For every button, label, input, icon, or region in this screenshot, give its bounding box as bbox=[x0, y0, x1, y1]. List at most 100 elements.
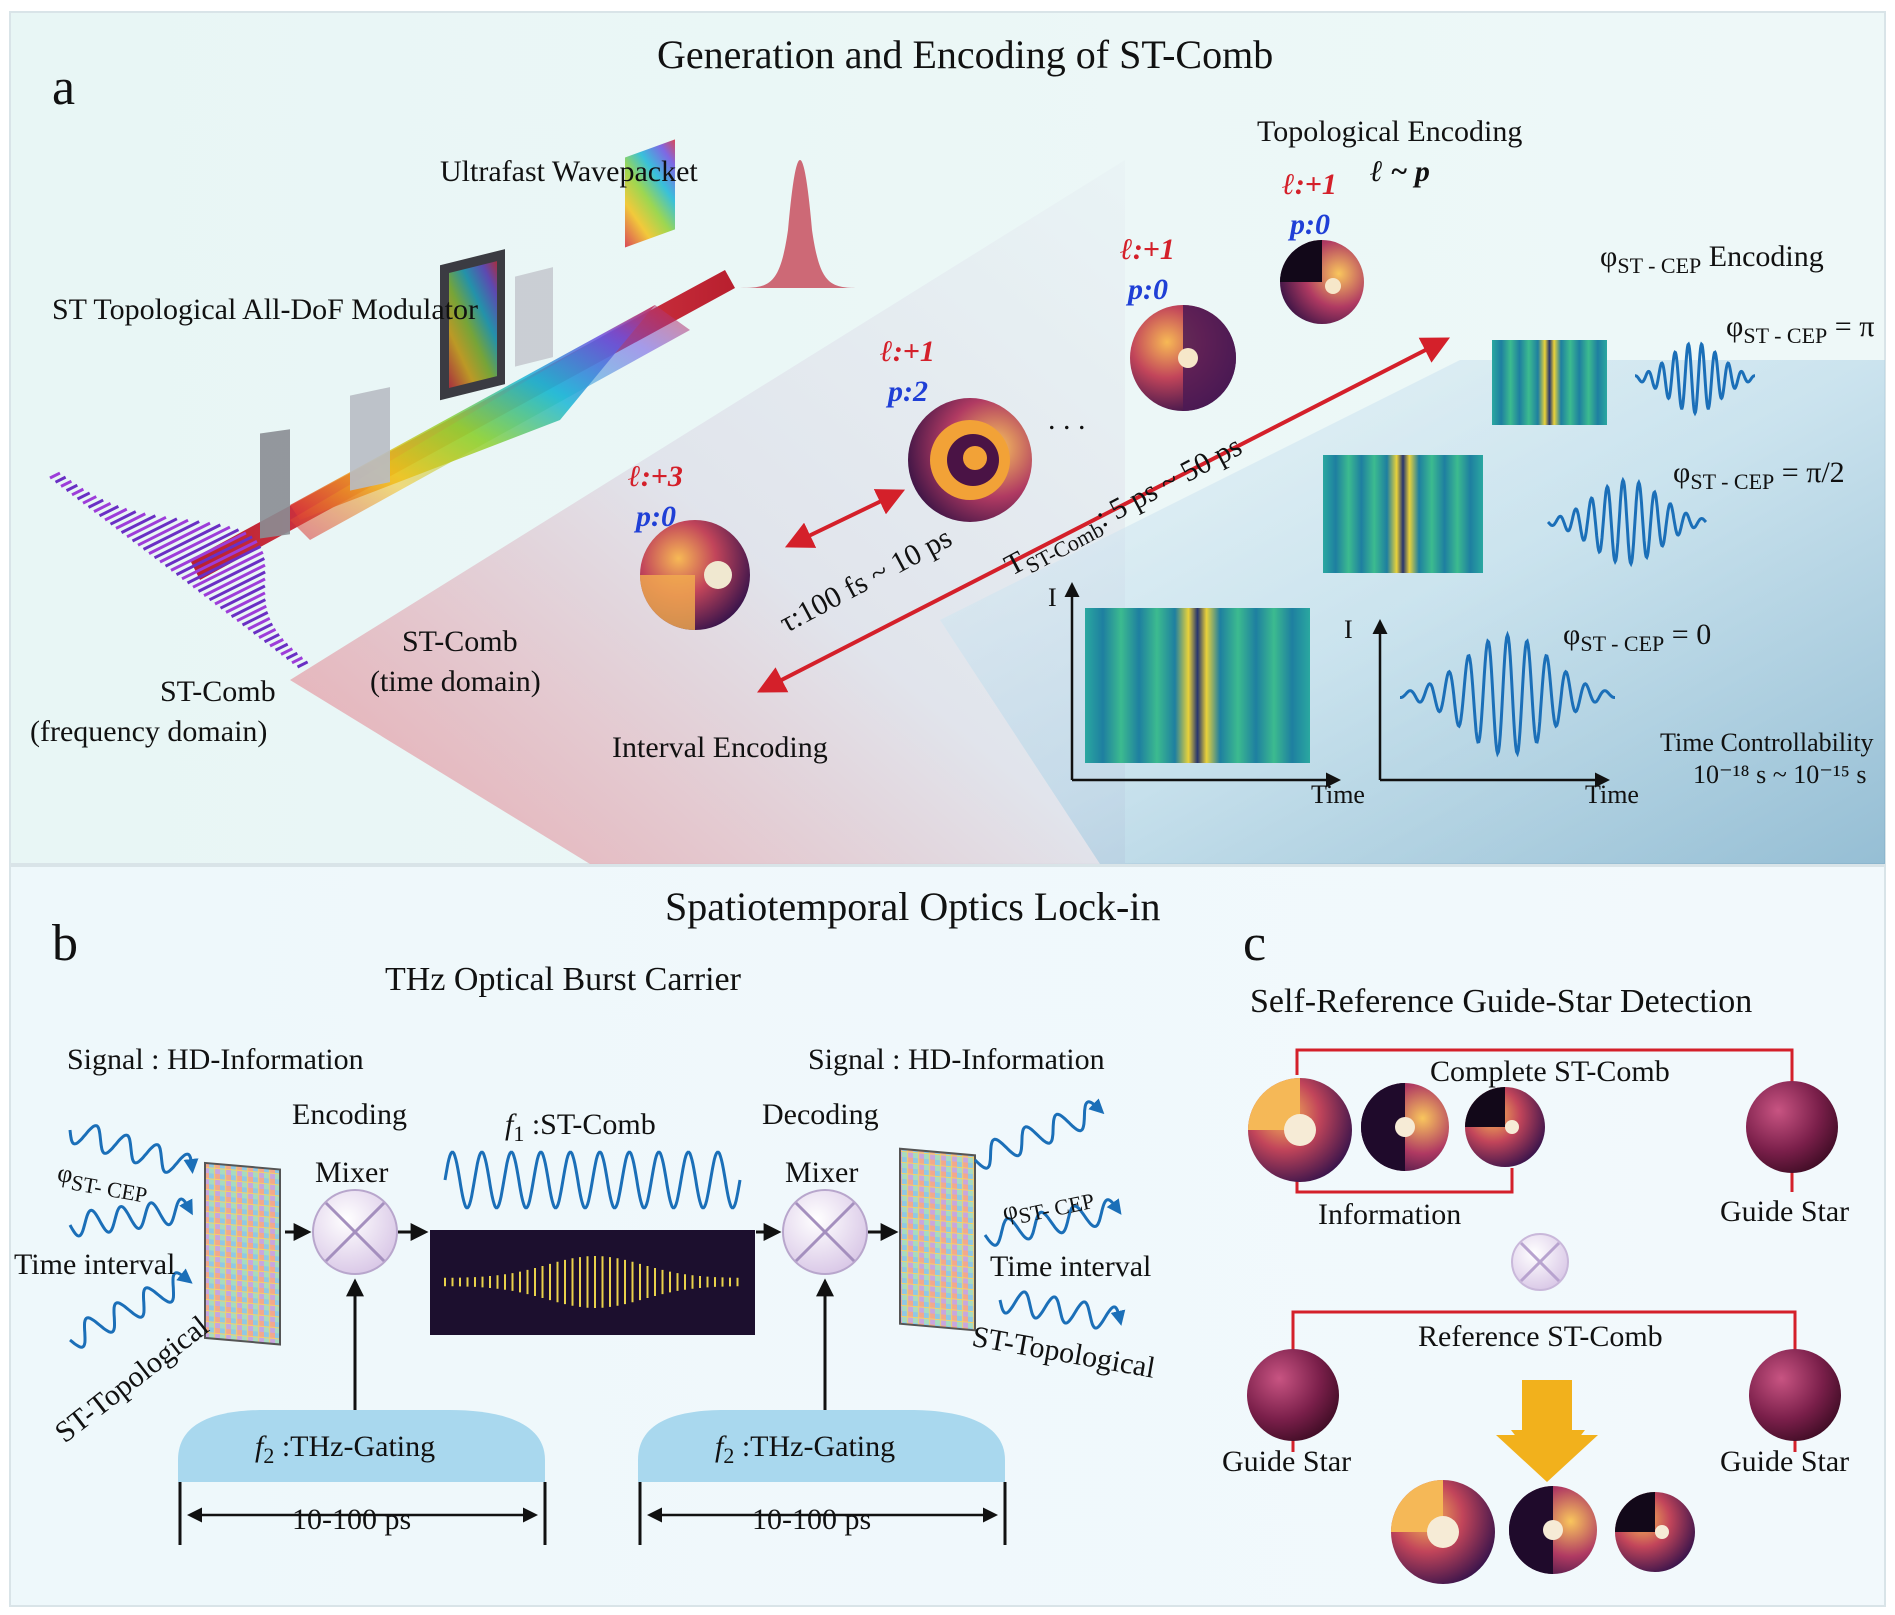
guide-star-label-right: Guide Star bbox=[1720, 1445, 1850, 1478]
mixer-right-label: Mixer bbox=[785, 1156, 859, 1189]
input-wave-cep bbox=[68, 1124, 199, 1174]
comb-spike bbox=[60, 479, 73, 488]
time-interval-left: Time interval bbox=[14, 1248, 176, 1281]
burst-carrier-pattern bbox=[444, 1256, 739, 1308]
st-comb-carrier-wave bbox=[443, 1150, 742, 1210]
comb-spike bbox=[197, 557, 266, 593]
topo-encoding-title: Topological Encoding bbox=[1257, 115, 1523, 148]
comb-spike bbox=[76, 491, 91, 501]
input-wave-topo bbox=[69, 1268, 193, 1349]
comb-spike bbox=[203, 563, 266, 597]
guide-star-top bbox=[1746, 1081, 1838, 1173]
ultrafast-pulse bbox=[740, 160, 860, 288]
optic-1 bbox=[260, 429, 290, 539]
f2-label-right: f2 :THz-Gating bbox=[715, 1430, 896, 1468]
fringe-pi2 bbox=[1323, 455, 1483, 573]
span-right: 10-100 ps bbox=[752, 1503, 872, 1536]
ultrafast-label: Ultrafast Wavepacket bbox=[440, 155, 698, 188]
comb-spike bbox=[230, 598, 267, 618]
panel-letter-b: b bbox=[52, 915, 78, 972]
panel-bc-title: Spatiotemporal Optics Lock-in bbox=[665, 884, 1161, 929]
cep-pi-label: φST - CEP = π bbox=[1726, 310, 1875, 348]
comb-spike bbox=[71, 487, 85, 497]
fringe-0 bbox=[1085, 608, 1310, 763]
comb-spike bbox=[252, 622, 274, 635]
comb-spike bbox=[131, 517, 178, 543]
comb-spike bbox=[296, 660, 309, 669]
info-torus-2 bbox=[1361, 1083, 1449, 1171]
axis-1-label-I: I bbox=[1048, 583, 1057, 612]
f2-label-left: f2 :THz-Gating bbox=[255, 1430, 436, 1468]
comb-spike bbox=[87, 498, 104, 509]
burst-carrier-image bbox=[430, 1230, 755, 1335]
panel-a-title: Generation and Encoding of ST-Comb bbox=[657, 32, 1274, 77]
comb-spike bbox=[164, 528, 240, 568]
bracket-reference bbox=[1291, 1310, 1797, 1370]
waveform-cep-0 bbox=[1400, 630, 1615, 758]
decoding-label: Decoding bbox=[762, 1098, 879, 1131]
comb-spike bbox=[115, 512, 146, 530]
torus1-l: ℓ:+3 bbox=[628, 460, 683, 493]
result-torus-3 bbox=[1615, 1492, 1695, 1572]
comb-spike bbox=[93, 501, 112, 513]
comb-spike bbox=[98, 505, 120, 518]
guide-star-label-left: Guide Star bbox=[1222, 1445, 1352, 1478]
bracket-complete bbox=[1295, 1048, 1794, 1082]
comb-spike bbox=[137, 518, 189, 547]
guide-star-right bbox=[1749, 1349, 1841, 1441]
optic-slm-face bbox=[449, 261, 497, 389]
metasurface-left bbox=[204, 1161, 281, 1346]
info-torus-1 bbox=[1248, 1078, 1352, 1182]
result-torus-1 bbox=[1391, 1480, 1495, 1584]
panel-b-subtitle: THz Optical Burst Carrier bbox=[385, 961, 741, 998]
comb-spike bbox=[65, 483, 78, 492]
axis-1-label-time: Time bbox=[1311, 780, 1365, 809]
torus3-l: ℓ:+1 bbox=[1120, 233, 1175, 266]
comb-time-line2: (time domain) bbox=[370, 665, 541, 698]
comb-spike bbox=[214, 577, 266, 606]
panel-c-title: Self-Reference Guide-Star Detection bbox=[1250, 983, 1753, 1020]
panel-b-graphics bbox=[68, 1098, 1126, 1545]
comb-spike bbox=[109, 510, 137, 526]
panel-letter-c: c bbox=[1243, 915, 1267, 972]
comb-spike bbox=[192, 550, 264, 589]
torus4-p: p:0 bbox=[1290, 208, 1330, 241]
gating-left bbox=[178, 1410, 545, 1482]
panel-c-graphics bbox=[1247, 1048, 1841, 1584]
encoding-label: Encoding bbox=[292, 1098, 407, 1131]
comb-spike bbox=[241, 611, 269, 627]
comb-spike bbox=[54, 475, 67, 484]
axis-2-label-I: I bbox=[1344, 615, 1353, 644]
comb-spike bbox=[186, 545, 262, 585]
gating-right bbox=[638, 1410, 1005, 1482]
tcomb-arrow bbox=[757, 337, 1450, 693]
comb-spike bbox=[291, 656, 304, 665]
comb-spike bbox=[225, 591, 266, 614]
information-label: Information bbox=[1318, 1198, 1462, 1231]
reference-st-comb-label: Reference ST-Comb bbox=[1418, 1320, 1663, 1353]
guide-star-label-top: Guide Star bbox=[1720, 1195, 1850, 1228]
all-dof-modulator bbox=[190, 139, 735, 580]
signal-right: Signal : HD-Information bbox=[808, 1043, 1105, 1076]
fringe-pi bbox=[1492, 340, 1607, 425]
torus2-l: ℓ:+1 bbox=[880, 335, 935, 368]
comb-spike bbox=[49, 471, 61, 480]
comb-spike bbox=[263, 633, 280, 644]
metasurface-right bbox=[899, 1147, 976, 1332]
comb-spike bbox=[82, 495, 97, 505]
panel-letter-a: a bbox=[52, 59, 76, 116]
comb-spike bbox=[258, 627, 277, 639]
comb-freq-line2: (frequency domain) bbox=[30, 715, 268, 748]
torus-l1-p0-a bbox=[1130, 305, 1236, 411]
cep-encoding-title: φST - CEP Encoding bbox=[1600, 240, 1824, 278]
yellow-down-arrow-body bbox=[1496, 1380, 1598, 1482]
torus1-p: p:0 bbox=[636, 500, 676, 533]
waveform-cep-pi2 bbox=[1546, 476, 1708, 568]
span-left: 10-100 ps bbox=[292, 1503, 412, 1536]
time-controllability-range: 10⁻¹⁸ s ~ 10⁻¹⁵ s bbox=[1693, 760, 1867, 789]
optic-grating bbox=[625, 139, 675, 248]
output-wave-cep bbox=[973, 1098, 1105, 1170]
output-wave-topo bbox=[998, 1290, 1126, 1330]
comb-freq-line1: ST-Comb bbox=[160, 675, 276, 708]
